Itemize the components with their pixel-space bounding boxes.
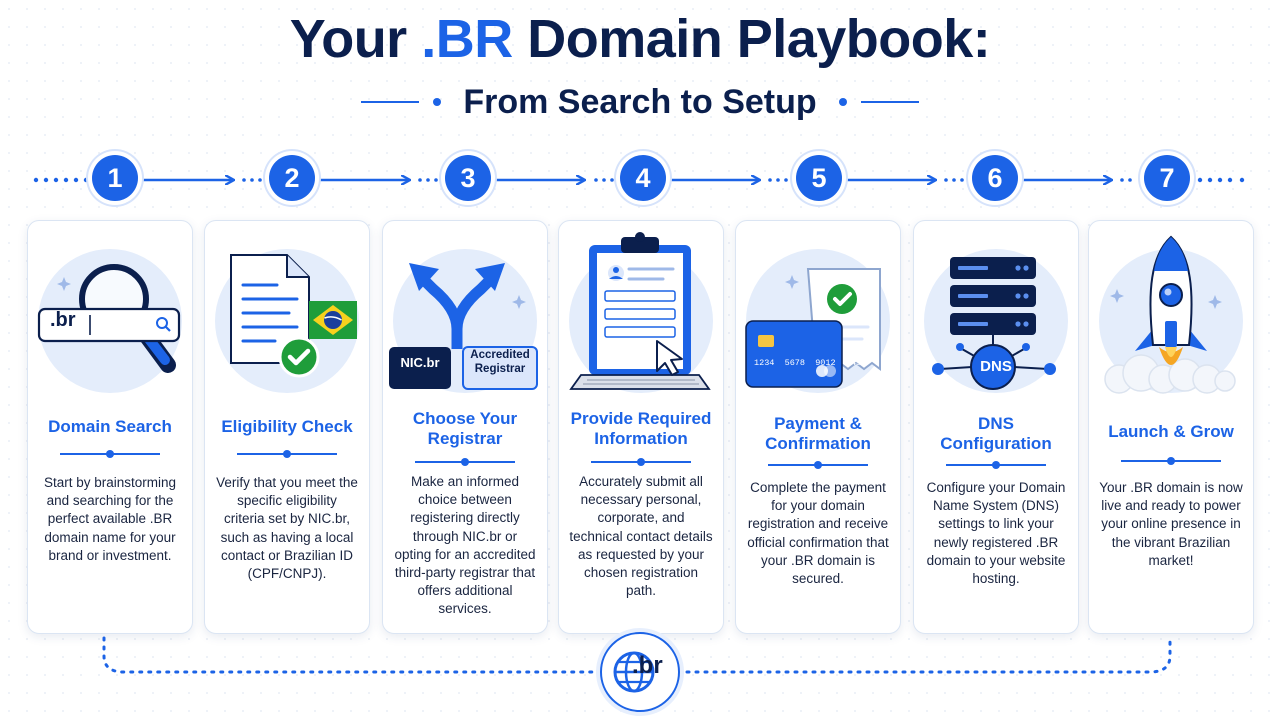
step-6-divider [946,458,1046,472]
step-flow-connector [33,150,1245,212]
step-5-divider [768,458,868,472]
title-accent: .BR [421,9,513,69]
rocket-launch-icon [1099,235,1243,394]
step-6-description: Configure your Domain Name System (DNS) … [926,480,1066,587]
subtitle-row: From Search to Setup [0,80,1280,124]
subtitle-left-dot [433,98,442,106]
subtitle-right-line [860,101,919,103]
step-3-number: 3 [445,155,491,201]
page-subtitle: From Search to Setup [463,82,817,121]
subtitle-left-line [361,101,420,103]
globe-badge [600,632,680,712]
step-5-description: Complete the payment for your domain reg… [747,480,889,587]
step-5-number: 5 [796,155,842,201]
step-4-title: Provide Required Information [570,409,712,448]
bottom-loop-connector [102,636,1172,674]
step-6-number: 6 [972,155,1018,201]
step-3-description: Make an informed choice between register… [394,474,536,617]
card-number-text: 1234 5678 9012 3456 [754,358,867,368]
step-1-card: .br Domain Search Start by brainstorming… [27,220,193,634]
globe-icon [613,651,655,693]
step-7-number: 7 [1144,155,1190,201]
step-2-title: Eligibility Check [221,417,353,436]
dns-label: DNS [980,358,1012,375]
title-prefix: Your [289,9,422,69]
step-7-description: Your .BR domain is now live and ready to… [1099,480,1243,568]
clipboard-laptop-form-icon [569,232,713,393]
step-3-divider [415,455,515,469]
step-7-card: Launch & Grow Your .BR domain is now liv… [1088,220,1254,634]
credit-card-receipt-check-icon [745,249,890,393]
step-3-card: NIC.br Accredited Registrar Choose Your … [382,220,548,634]
search-bar-text: .br [50,309,76,331]
step-2-divider [237,447,337,461]
step-7-divider [1121,454,1221,468]
step-5-title: Payment & Confirmation [765,414,871,453]
step-3-title: Choose Your Registrar [412,409,518,448]
step-5-card: 1234 5678 9012 3456 Payment & Confirmati… [735,220,901,634]
step-4-number: 4 [620,155,666,201]
document-brazil-flag-check-icon [215,249,359,393]
step-2-card: Eligibility Check Verify that you meet t… [204,220,370,634]
magnifier-search-bar-icon [37,249,182,393]
step-1-number: 1 [92,155,138,201]
subtitle-right-dot [838,98,847,106]
step-4-description: Accurately submit all necessary personal… [569,474,713,599]
globe-label: .br [632,652,663,679]
step-1-description: Start by brainstorming and searching for… [43,475,177,563]
title-suffix: Domain Playbook: [512,9,991,69]
option-accredited-registrar-label: Accredited Registrar [470,349,530,375]
step-4-divider [591,455,691,469]
step-4-card: Provide Required Information Accurately … [558,220,724,634]
step-1-divider [60,447,160,461]
server-stack-dns-icon [924,249,1068,393]
step-2-number: 2 [269,155,315,201]
page-title: Your .BR Domain Playbook: [0,8,1280,70]
step-6-title: DNS Configuration [940,414,1052,453]
step-7-title: Launch & Grow [1108,422,1234,441]
fork-arrows-icon [389,249,538,393]
step-6-card: DNS DNS Configuration Configure your Dom… [913,220,1079,634]
step-2-description: Verify that you meet the specific eligib… [216,475,358,582]
step-1-title: Domain Search [48,417,172,436]
option-nicbr-label: NIC.br [400,355,440,370]
